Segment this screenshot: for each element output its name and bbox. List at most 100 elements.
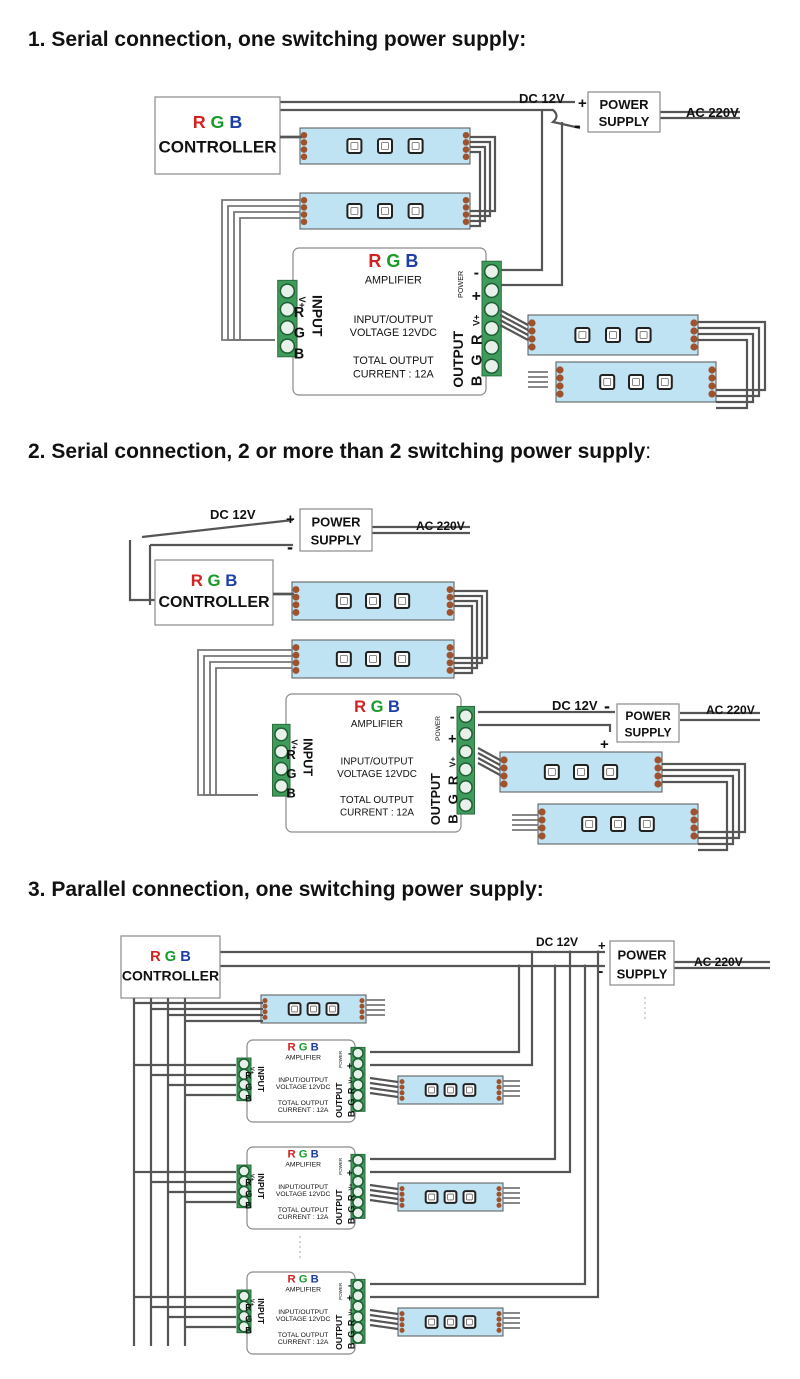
led-strip	[260, 994, 367, 1024]
output-plus-label: +	[472, 288, 481, 305]
rgb-letter: G	[386, 251, 405, 271]
signal-wire	[499, 324, 529, 341]
dc12v-label: DC 12V	[536, 935, 578, 949]
led-strip	[397, 1307, 504, 1337]
screw-terminal	[274, 779, 289, 794]
solder-pad	[556, 390, 564, 398]
controller-rgb-label: R G B	[150, 949, 191, 965]
solder-pad	[496, 1084, 502, 1090]
led-strip	[291, 639, 455, 679]
input-b-label: B	[294, 346, 304, 362]
solder-pad	[690, 327, 698, 335]
rgb-letter: B	[180, 949, 191, 965]
screw-terminal	[352, 1332, 364, 1344]
dc-positive-wire	[141, 518, 294, 539]
signal-wire	[477, 747, 501, 761]
led-chip-inner	[547, 768, 556, 776]
junction-dot	[517, 964, 521, 968]
solder-pad	[399, 1191, 405, 1197]
rgb-letter: B	[388, 698, 400, 716]
minus-label-2: -	[604, 696, 610, 716]
amplifier-rgb-label: R G B	[368, 251, 418, 271]
led-chip-inner	[642, 820, 651, 828]
output-plus-label: +	[347, 1294, 353, 1305]
output-r-label: R	[445, 775, 460, 785]
solder-pad	[690, 335, 698, 343]
output-plus-label: +	[448, 732, 456, 748]
ac220v-label: AC 220V	[694, 955, 743, 969]
signal-wire	[369, 1183, 399, 1191]
solder-pad	[399, 1316, 405, 1322]
solder-pad	[292, 666, 300, 674]
output-g-label: G	[347, 1206, 357, 1213]
io-voltage-line-1: INPUT/OUTPUT	[278, 1077, 328, 1084]
total-output-line-2: CURRENT : 12A	[278, 1214, 329, 1221]
solder-pad	[446, 593, 454, 601]
input-label: INPUT	[309, 295, 324, 337]
solder-pad	[446, 651, 454, 659]
input-vplus-label: V+	[248, 1067, 254, 1075]
solder-pad	[399, 1322, 405, 1328]
rgb-letter: R	[288, 1149, 299, 1161]
solder-pad	[300, 131, 308, 139]
output-r-label: R	[469, 334, 485, 345]
solder-pad	[496, 1095, 502, 1101]
screw-terminal	[352, 1164, 364, 1177]
solder-pad	[399, 1090, 405, 1096]
solder-pad	[496, 1316, 502, 1322]
screw-terminal	[238, 1165, 250, 1177]
rgb-letter: G	[211, 112, 230, 132]
led-chip-inner	[466, 1193, 473, 1201]
amplifier-rgb-label: R G B	[288, 1274, 319, 1286]
screw-terminal	[238, 1058, 250, 1070]
signal-wire	[215, 667, 292, 796]
junction-dot	[583, 964, 587, 968]
screw-terminal	[238, 1320, 250, 1333]
amplifier-label: AMPLIFIER	[285, 1287, 321, 1294]
solder-pad	[399, 1311, 405, 1317]
signal-wire	[662, 780, 729, 852]
total-output-line-1: TOTAL OUTPUT	[278, 1207, 329, 1214]
screw-terminal	[458, 726, 473, 741]
solder-pad	[496, 1079, 502, 1085]
power-label: POWER	[311, 515, 361, 530]
screw-terminal	[483, 320, 500, 337]
screw-terminal	[483, 358, 500, 374]
input-b-label: B	[245, 1326, 252, 1336]
led-strip	[537, 803, 699, 845]
supply-label: SUPPLY	[311, 533, 362, 548]
solder-pad	[528, 335, 536, 343]
solder-pad	[496, 1191, 502, 1197]
signal-wire	[454, 599, 479, 670]
controller-label: CONTROLLER	[122, 968, 219, 984]
signal-wire	[477, 762, 501, 776]
screw-terminal	[483, 282, 500, 299]
screw-terminal	[279, 338, 296, 354]
rgb-letter: G	[299, 1042, 311, 1054]
input-b-label: B	[286, 786, 296, 801]
signal-wire	[369, 1193, 399, 1201]
rgb-letter: G	[207, 571, 225, 590]
led-chip-inner	[447, 1193, 454, 1201]
solder-pad	[300, 204, 308, 211]
power-label: POWER	[617, 947, 667, 962]
led-chip-inner	[585, 820, 594, 828]
solder-pad	[399, 1079, 405, 1085]
signal-wire	[239, 217, 300, 341]
solder-pad	[300, 146, 308, 153]
solder-pad	[462, 211, 470, 218]
solder-pad	[300, 139, 308, 146]
output-vplus-label: V+	[448, 757, 457, 768]
amp-power-tap	[370, 952, 600, 1299]
screw-terminal	[238, 1290, 250, 1302]
led-chip-inner	[578, 331, 587, 339]
rgb-letter: B	[311, 1042, 319, 1054]
solder-pad	[359, 998, 365, 1004]
solder-pad	[446, 608, 454, 616]
solder-pad	[292, 593, 300, 601]
rgb-text: R G B	[288, 1042, 319, 1054]
screw-terminal	[458, 709, 473, 724]
signal-wire	[477, 757, 501, 771]
